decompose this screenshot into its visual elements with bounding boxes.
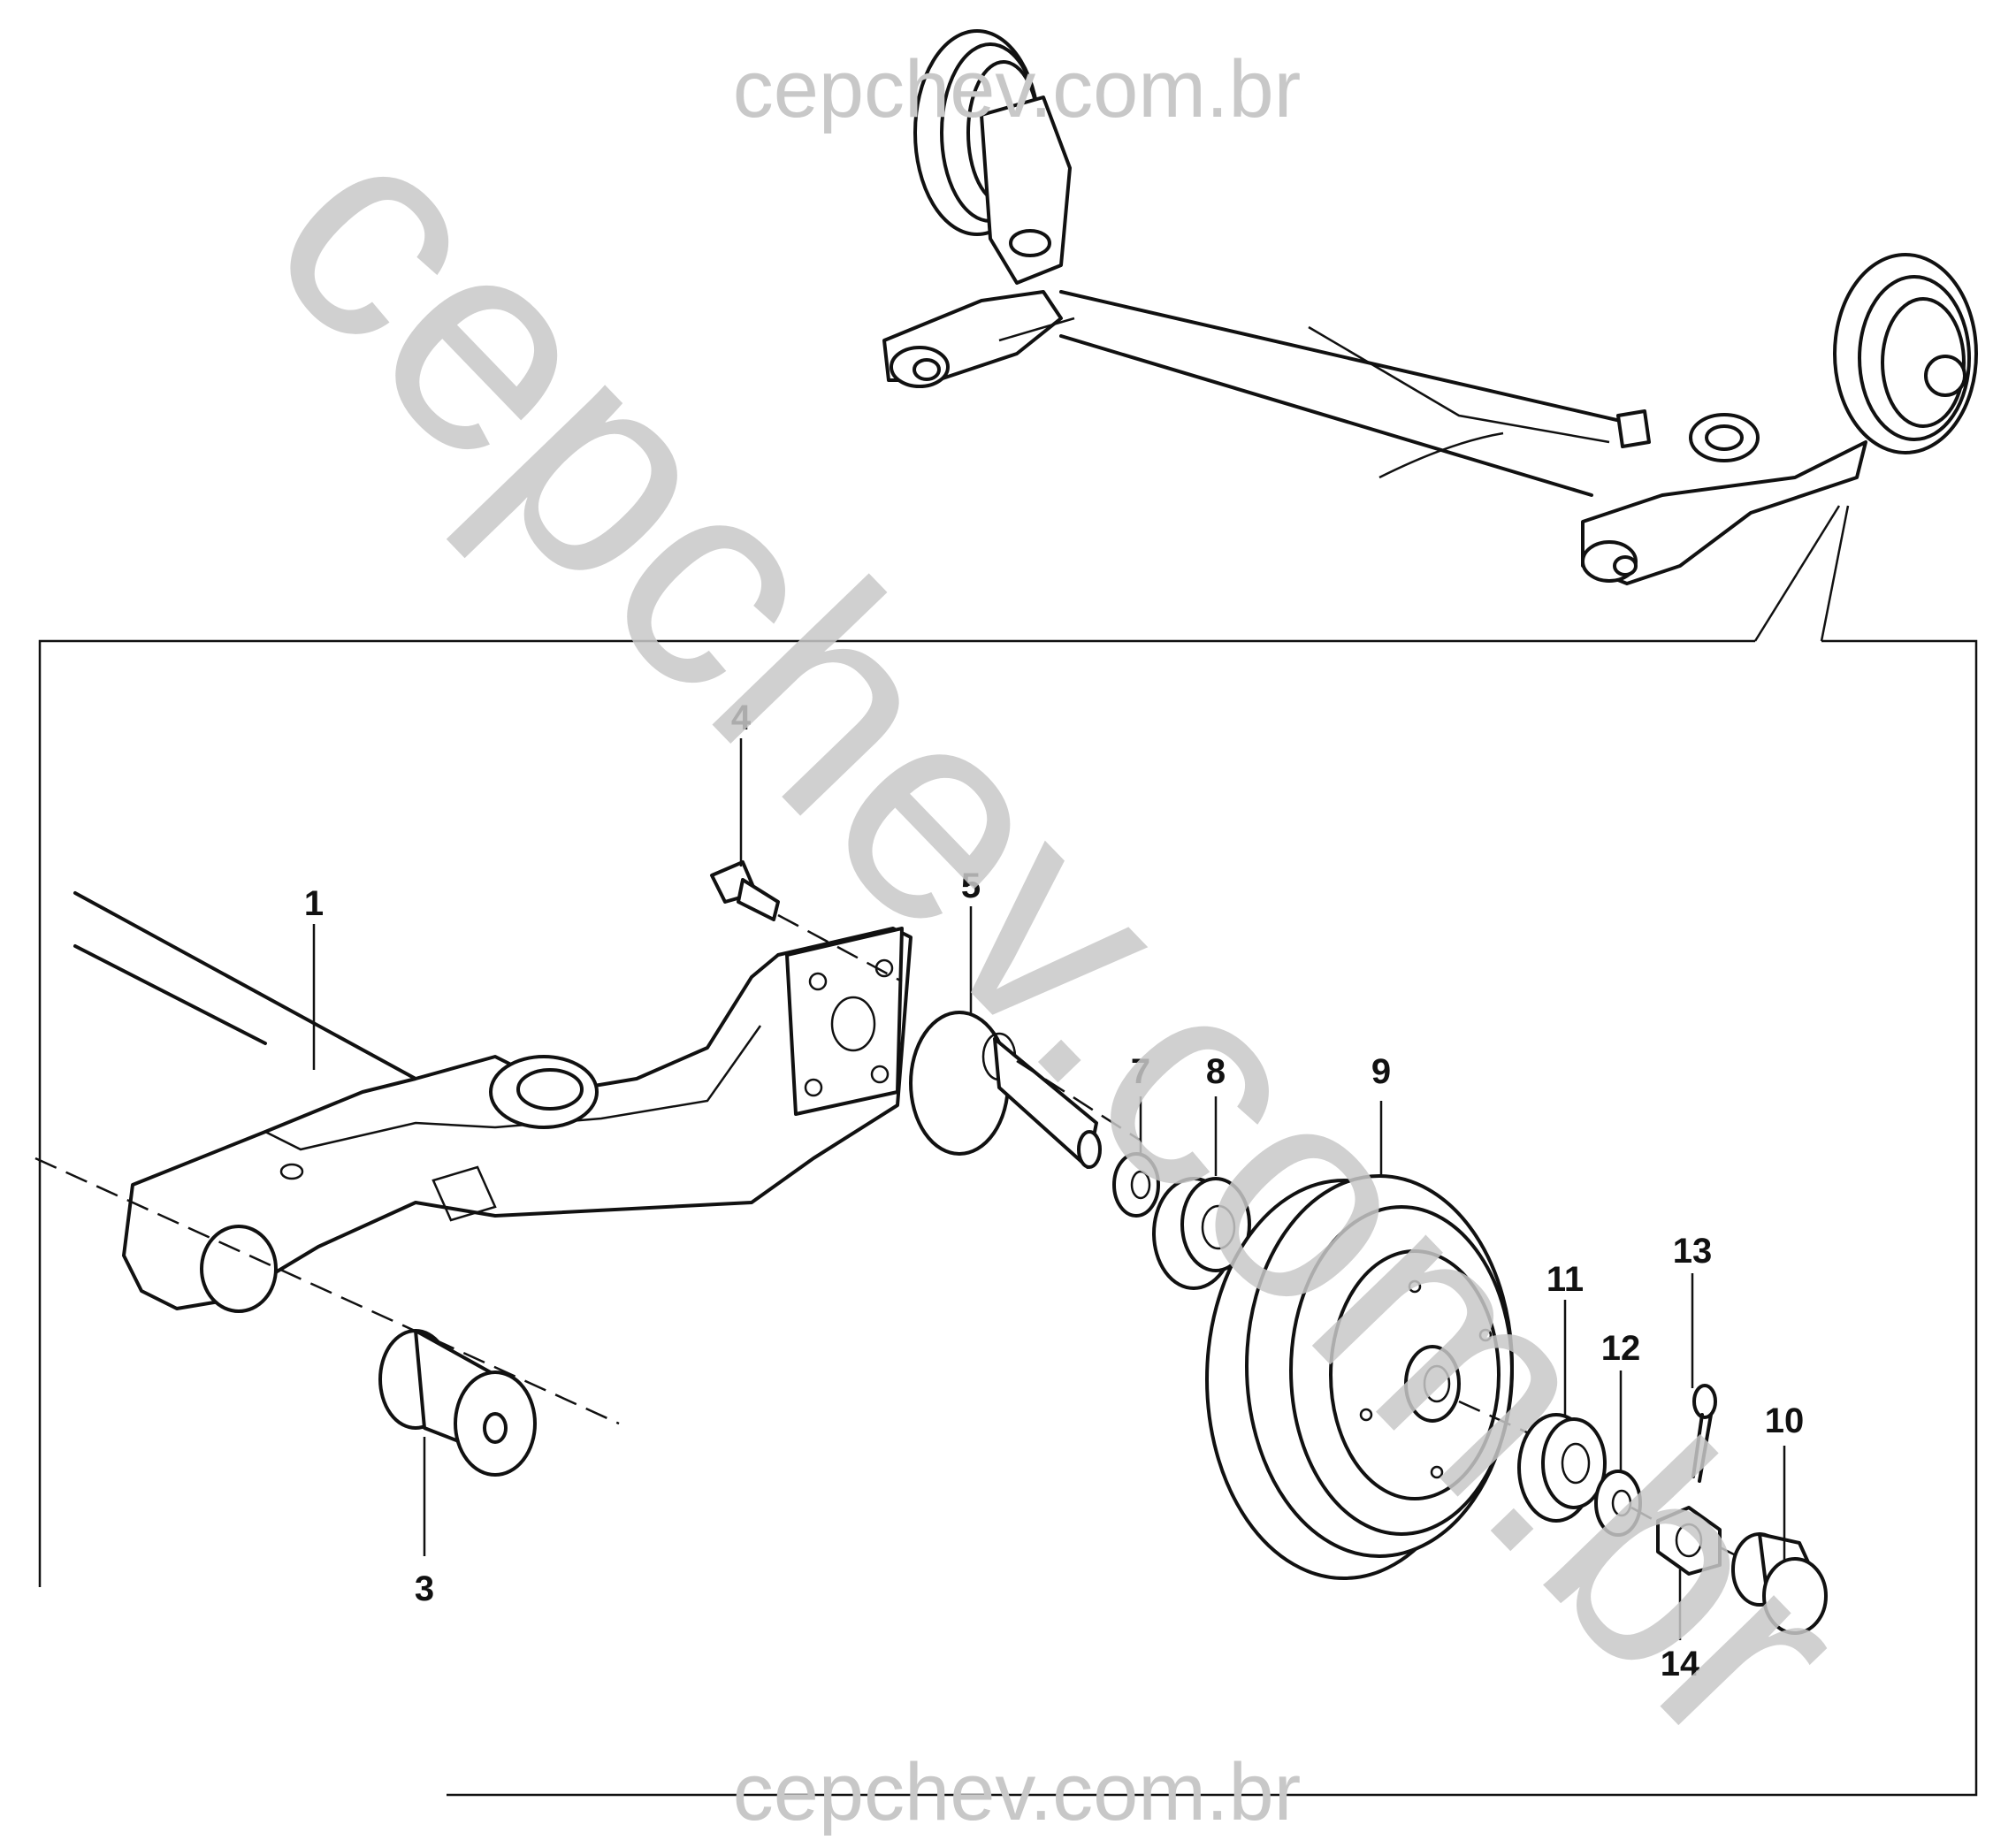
watermark-bottom: cepchev.com.br [733,1747,1302,1836]
callout-10: 10 [1765,1401,1805,1440]
callout-8: 8 [1206,1052,1226,1091]
part-11-bearing [1517,1413,1607,1523]
watermark-diagonal: cepchev.com.br [210,65,1911,1809]
callout-4: 4 [731,699,752,737]
part-5-stub-axle [909,1011,1142,1169]
part-3-bushing [378,1329,537,1477]
callout-7: 7 [1131,1052,1150,1091]
leader-lines [312,738,1786,1640]
axle-overview-illustration [882,29,1978,642]
part-1-axle-arm [34,891,913,1425]
callout-1: 1 [304,884,324,923]
callout-14: 14 [1661,1645,1700,1683]
part-8-bearing [1152,1177,1251,1290]
part-7-washer [1112,1152,1160,1218]
watermark-top: cepchev.com.br [733,44,1302,134]
callout-13: 13 [1673,1232,1713,1271]
part-12-washer [1594,1470,1672,1537]
callout-12: 12 [1601,1329,1641,1368]
part-4-bolt [710,860,903,983]
detail-frame [38,639,1978,1797]
callout-11: 11 [1546,1260,1584,1299]
part-13-cotter-pin [1691,1384,1717,1483]
part-9-brake-drum [1205,1174,1557,1580]
callout-3: 3 [415,1569,434,1608]
callout-9: 9 [1371,1052,1391,1091]
part-10-cap [1731,1532,1828,1635]
callout-5: 5 [961,867,981,905]
